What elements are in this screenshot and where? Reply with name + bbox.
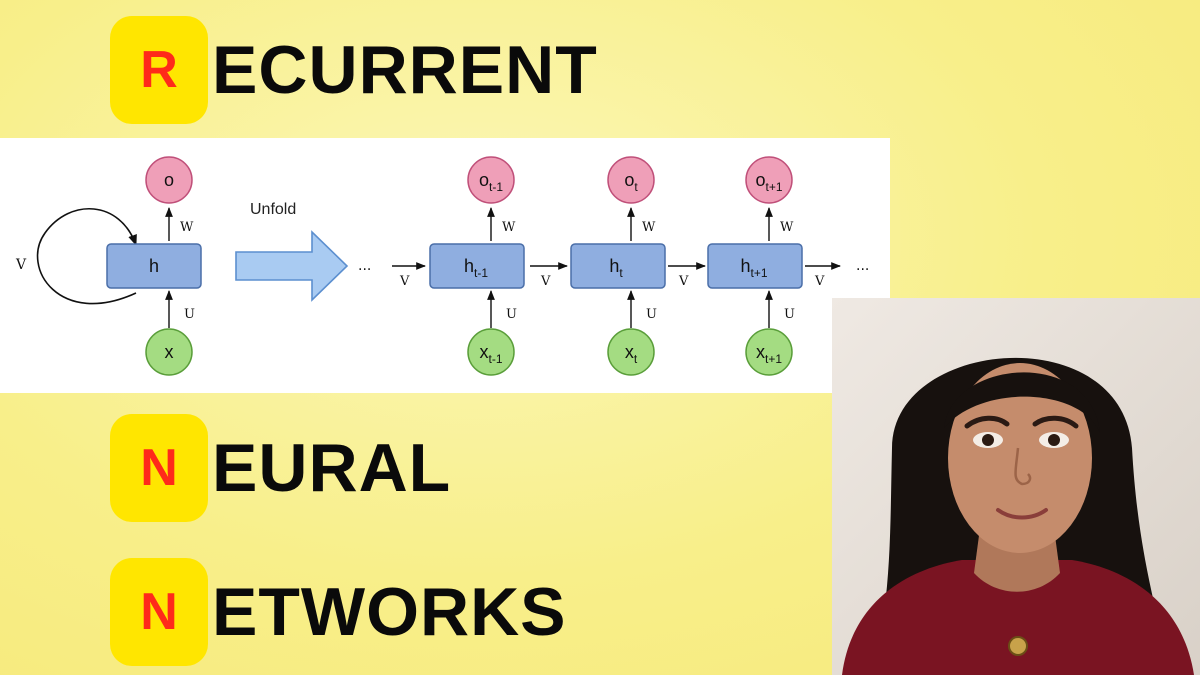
output-node	[467, 156, 515, 204]
recurrent-loop-arrow	[36, 208, 137, 305]
hidden-node	[429, 243, 525, 289]
output-node	[145, 156, 193, 204]
output-node-label: o	[164, 170, 174, 190]
hidden-node	[570, 243, 666, 289]
u-label: U	[506, 307, 517, 322]
shirt-shape	[842, 560, 1194, 675]
presenter-illustration	[832, 298, 1200, 675]
hidden-node	[106, 243, 202, 289]
badge-letter: N	[140, 583, 178, 641]
rnn-diagram-svg: V o W h U x Unfold ··· V V V V ·	[15, 156, 869, 376]
ellipsis-left: ···	[358, 262, 371, 278]
v-label: V	[399, 274, 410, 289]
unfolded-step: ot-1 W ht-1 U xt-1	[429, 156, 525, 376]
title-word-recurrent: ECURRENT	[212, 32, 598, 108]
hidden-node	[707, 243, 803, 289]
face-shape	[948, 363, 1092, 553]
w-label: W	[642, 220, 656, 235]
title-word-networks: ETWORKS	[212, 574, 567, 650]
presenter-photo	[832, 298, 1200, 675]
w-label: W	[502, 220, 516, 235]
badge-letter: N	[140, 439, 178, 497]
w-label: W	[180, 220, 194, 235]
badge-letter: R	[140, 41, 178, 99]
output-node-label: ot	[624, 170, 638, 194]
title-line-recurrent: R ECURRENT	[110, 10, 598, 130]
output-node-label: ot+1	[755, 170, 782, 194]
input-node-label: xt	[625, 342, 638, 366]
unfold-arrow-icon	[235, 230, 349, 302]
input-node	[607, 328, 655, 376]
hidden-node-label: h	[149, 256, 159, 276]
title-badge-n: N	[110, 414, 208, 522]
folded-v-label: V	[15, 257, 27, 273]
input-node	[745, 328, 793, 376]
title-line-neural: N EURAL	[110, 408, 451, 528]
hidden-node-label: ht+1	[740, 256, 767, 280]
output-node	[607, 156, 655, 204]
output-node-label: ot-1	[479, 170, 503, 194]
unfolded-v-arrows: V V V V	[392, 262, 841, 289]
ellipsis-right: ···	[856, 262, 869, 278]
title-badge-r: R	[110, 16, 208, 124]
unfolded-step: ot+1 W ht+1 U xt+1	[707, 156, 803, 376]
input-node-label: x	[165, 342, 174, 362]
title-word-neural: EURAL	[212, 430, 452, 506]
w-label: W	[780, 220, 794, 235]
v-label: V	[814, 274, 825, 289]
input-node-label: xt-1	[479, 342, 502, 366]
hidden-node-label: ht	[609, 256, 623, 280]
u-label: U	[184, 307, 195, 322]
u-label: U	[646, 307, 657, 322]
output-node	[745, 156, 793, 204]
title-line-networks: N ETWORKS	[110, 552, 567, 672]
input-node-label: xt+1	[756, 342, 782, 366]
folded-network: V o W h U x	[15, 156, 202, 376]
v-label: V	[678, 274, 689, 289]
unfold-label: Unfold	[250, 201, 296, 218]
input-node	[467, 328, 515, 376]
unfolded-step: ot W ht U xt	[570, 156, 666, 376]
pendant-icon	[1008, 636, 1028, 656]
hair-fringe	[944, 372, 1100, 433]
hidden-node-label: ht-1	[464, 256, 488, 280]
v-label: V	[540, 274, 551, 289]
u-label: U	[784, 307, 795, 322]
rnn-unfold-diagram: V o W h U x Unfold ··· V V V V ·	[0, 138, 890, 393]
title-badge-n: N	[110, 558, 208, 666]
input-node	[145, 328, 193, 376]
